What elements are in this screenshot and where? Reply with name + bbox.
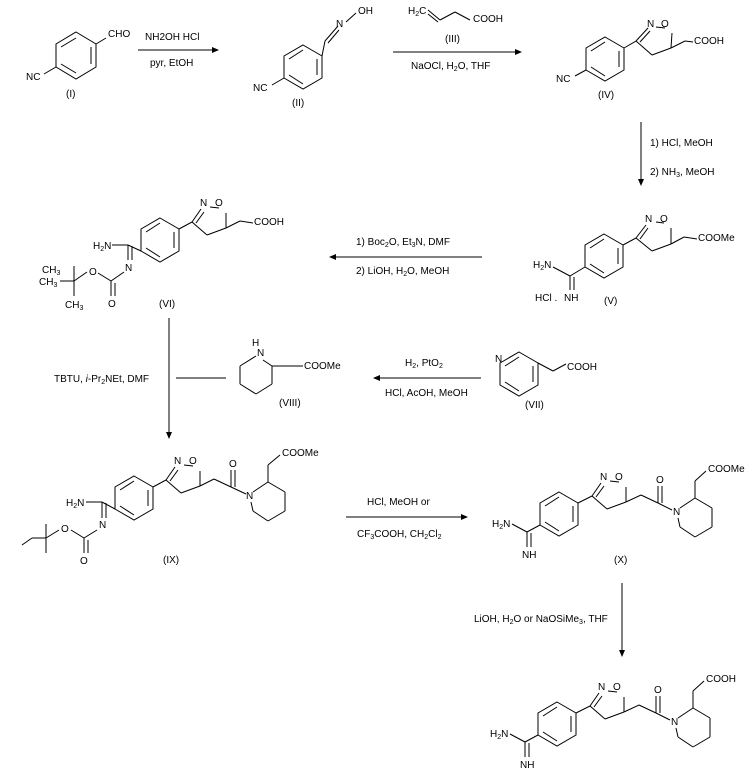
- atom-coome-VIII: COOMe: [304, 361, 341, 372]
- atom-n-V: N: [645, 214, 652, 225]
- atom-h2n-VI: H2N: [93, 241, 111, 253]
- arrow-step7: HCl, MeOH or CF3COOH, CH2Cl2: [346, 497, 468, 541]
- compound-II: N OH NC (II): [253, 6, 373, 109]
- atom-coome-V: COOMe: [698, 233, 735, 244]
- atom-nh-X: NH: [522, 550, 536, 561]
- atom-n-X: N: [600, 472, 607, 483]
- compound-I: CHO NC (I): [26, 29, 130, 100]
- reagent-step7-bottom: CF3COOH, CH2Cl2: [357, 529, 442, 541]
- atom-ch3c-VI: CH3: [65, 300, 83, 312]
- label-IX: (IX): [163, 555, 179, 566]
- reagent-step5-top: H2, PtO2: [405, 358, 443, 370]
- reagent-step1-top: NH2OH HCl: [145, 32, 199, 43]
- atom-n-pip-final: N: [671, 717, 678, 728]
- atom-n-boc-VI: N: [125, 263, 132, 274]
- atom-o-VI: O: [215, 198, 223, 209]
- atom-o-carbonyl-VI: O: [108, 299, 116, 310]
- compound-VII: N COOH (VII): [495, 351, 597, 411]
- reagent-step6: TBTU, i-Pr2NEt, DMF: [54, 374, 149, 386]
- atom-n-II: N: [336, 19, 343, 30]
- reagent-step5-bottom: HCl, AcOH, MeOH: [385, 388, 468, 399]
- label-VIII: (VIII): [279, 398, 301, 409]
- atom-o-ester-VI: O: [89, 267, 97, 278]
- atom-nh-V: NH: [564, 293, 578, 304]
- atom-n-boc-IX: N: [99, 520, 106, 531]
- atom-n-VI: N: [200, 198, 207, 209]
- atom-h-VIII: H: [252, 338, 259, 349]
- compound-VI: N O COOH H2N N O O CH3 CH3 CH3 (VI): [39, 198, 284, 312]
- atom-o-IX: O: [189, 456, 197, 467]
- atom-nc-IV: NC: [556, 74, 570, 85]
- label-VII: (VII): [525, 400, 544, 411]
- atom-h2n-V: H2N: [533, 260, 551, 272]
- label-I: (I): [66, 89, 75, 100]
- atom-ch3b-VI: CH3: [39, 277, 57, 289]
- atom-nh-final: NH: [520, 760, 534, 771]
- arrow-step1: NH2OH HCl pyr, EtOH: [138, 32, 219, 69]
- atom-oh-II: OH: [358, 6, 373, 17]
- atom-n-pip-IX: N: [246, 491, 253, 502]
- atom-o-IV: O: [661, 19, 669, 30]
- reagent-step1-bottom: pyr, EtOH: [150, 58, 193, 69]
- atom-n-pip-X: N: [673, 507, 680, 518]
- reagent-step3-a: 1) HCl, MeOH: [650, 138, 713, 149]
- compound-VIII: N H COOMe (VIII): [239, 338, 341, 409]
- atom-h2n-IX: H2N: [66, 498, 84, 510]
- label-II: (II): [292, 98, 304, 109]
- arrow-step5: H2, PtO2 HCl, AcOH, MeOH: [373, 358, 481, 399]
- atom-cooh-VII: COOH: [567, 362, 597, 373]
- atom-h2c-III: H2C: [408, 6, 426, 18]
- label-X: (X): [614, 555, 627, 566]
- atom-cho: CHO: [108, 29, 130, 40]
- atom-n-IV: N: [647, 19, 654, 30]
- compound-X: N O O N COOMe H2N NH (X): [492, 464, 745, 566]
- label-VI: (VI): [159, 299, 175, 310]
- reagent-step3-b: 2) NH3, MeOH: [650, 167, 714, 179]
- atom-cooh-IV: COOH: [694, 36, 724, 47]
- compound-IX: N O O N COOMe H2N N O O: [21, 448, 319, 567]
- atom-cooh-III: COOH: [473, 14, 503, 25]
- atom-n-final: N: [598, 682, 605, 693]
- atom-nc-II: NC: [253, 83, 267, 94]
- atom-coome-X: COOMe: [708, 464, 745, 475]
- atom-n-VIII: N: [257, 348, 264, 359]
- atom-cooh-VI: COOH: [254, 217, 284, 228]
- compound-III: H2C COOH (III): [408, 6, 503, 45]
- atom-o-carbonyl-IX: O: [80, 556, 88, 567]
- reagent-step2: NaOCl, H2O, THF: [411, 61, 490, 73]
- atom-h2n-X: H2N: [492, 519, 510, 531]
- reagent-step4-b: 2) LiOH, H2O, MeOH: [356, 266, 449, 278]
- compound-V: N O COOMe H2N NH HCl . (V): [533, 214, 735, 307]
- compound-IV: N O COOH NC (IV): [556, 19, 724, 101]
- arrow-step3: 1) HCl, MeOH 2) NH3, MeOH: [638, 122, 714, 186]
- atom-nc: NC: [26, 72, 40, 83]
- arrow-step2: NaOCl, H2O, THF: [393, 49, 522, 73]
- atom-ch3a-VI: CH3: [42, 265, 60, 277]
- atom-cooh-final: COOH: [706, 674, 736, 685]
- reagent-step8: LiOH, H2O or NaOSiMe3, THF: [474, 614, 608, 626]
- label-V: (V): [604, 296, 617, 307]
- atom-o-amide-X: O: [656, 475, 664, 486]
- atom-n-VII: N: [495, 354, 502, 365]
- arrow-step8: LiOH, H2O or NaOSiMe3, THF: [474, 583, 625, 657]
- reagent-step7-top: HCl, MeOH or: [367, 497, 430, 508]
- arrow-step4: 1) Boc2O, Et3N, DMF 2) LiOH, H2O, MeOH: [329, 237, 482, 278]
- atom-hcl-V: HCl .: [535, 293, 557, 304]
- atom-o-amide-final: O: [654, 685, 662, 696]
- atom-coome-IX: COOMe: [282, 448, 319, 459]
- atom-h2n-final: H2N: [490, 729, 508, 741]
- atom-o-amide-IX: O: [229, 459, 237, 470]
- label-III: (III): [445, 34, 460, 45]
- compound-final: N O O N COOH H2N NH: [490, 674, 736, 771]
- atom-o-X: O: [615, 472, 623, 483]
- atom-n-IX: N: [174, 456, 181, 467]
- atom-o-V: O: [660, 214, 668, 225]
- label-IV: (IV): [598, 90, 614, 101]
- arrow-step6: TBTU, i-Pr2NEt, DMF: [54, 318, 226, 439]
- atom-o-final: O: [613, 682, 621, 693]
- reagent-step4-a: 1) Boc2O, Et3N, DMF: [356, 237, 450, 249]
- atom-o-ester-IX: O: [61, 524, 69, 535]
